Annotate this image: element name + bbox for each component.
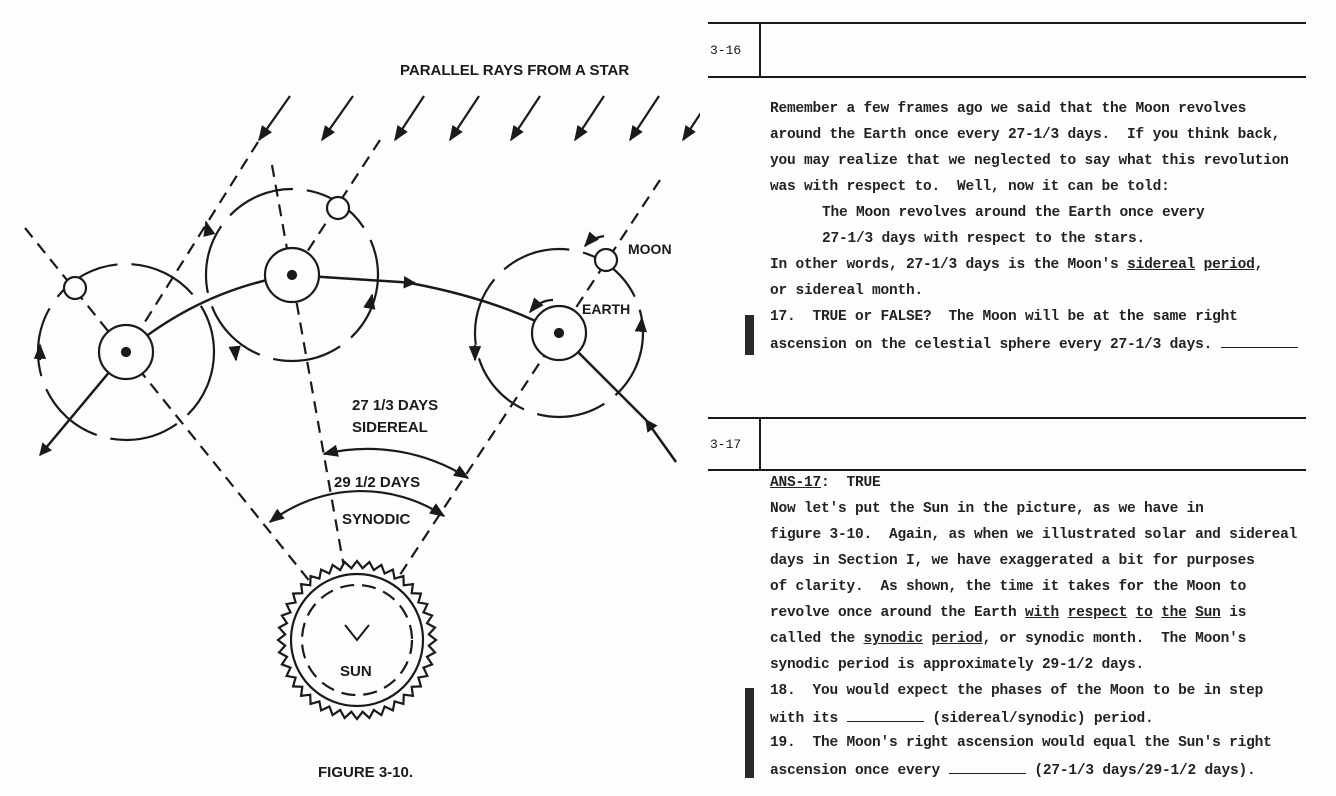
underlined-text: Sun (1195, 605, 1221, 621)
text-segment: called the (770, 631, 864, 647)
text-line: or sidereal month. (770, 283, 923, 299)
text-segment: was with respect to. Well, now it can be… (770, 179, 1170, 195)
text-line: 18. You would expect the phases of the M… (770, 683, 1263, 699)
frame-divider (759, 417, 761, 471)
text-line: ascension on the celestial sphere every … (770, 335, 1298, 353)
sidereal-arc (322, 444, 470, 479)
text-line: synodic period is approximately 29-1/2 d… (770, 657, 1144, 673)
text-line: around the Earth once every 27-1/3 days.… (770, 127, 1280, 143)
text-segment: you may realize that we neglected to say… (770, 153, 1289, 169)
text-line: revolve once around the Earth with respe… (770, 605, 1246, 621)
text-segment: Now let's put the Sun in the picture, as… (770, 501, 1204, 517)
figure-title: PARALLEL RAYS FROM A STAR (400, 62, 629, 79)
frame-rule (708, 469, 1306, 471)
earth-label: EARTH (582, 301, 630, 317)
text-segment: (sidereal/synodic) period. (923, 711, 1154, 727)
text-line: was with respect to. Well, now it can be… (770, 179, 1170, 195)
sidereal-label: SIDEREAL (352, 419, 428, 436)
text-segment (1195, 257, 1204, 273)
underlined-text: to (1135, 605, 1153, 621)
text-line: you may realize that we neglected to say… (770, 153, 1289, 169)
figure-caption: FIGURE 3-10. (318, 764, 413, 781)
text-segment: 18. You would expect the phases of the M… (770, 683, 1264, 699)
text-line: 17. TRUE or FALSE? The Moon will be at t… (770, 309, 1238, 325)
text-segment: ascension once every (770, 763, 949, 779)
moon-icons (62, 195, 619, 301)
text-line: figure 3-10. Again, as when we illustrat… (770, 527, 1297, 543)
text-line: with its (sidereal/synodic) period. (770, 709, 1154, 727)
text-segment: The Moon revolves around the Earth once … (822, 205, 1205, 221)
sun-label: SUN (340, 663, 372, 680)
text-segment: (27-1/3 days/29-1/2 days). (1025, 763, 1256, 779)
text-segment: Remember a few frames ago we said that t… (770, 101, 1247, 117)
question-marker-bar (745, 315, 754, 355)
text-line: ANS-17: TRUE (770, 475, 881, 491)
answer-blank[interactable] (846, 709, 924, 722)
text-segment: of clarity. As shown, the time it takes … (770, 579, 1247, 595)
answer-blank[interactable] (948, 761, 1026, 774)
underlined-text: respect (1067, 605, 1128, 621)
figure-3-10-diagram: PARALLEL RAYS FROM A STAR MOON EARTH 27 … (24, 62, 700, 781)
moon-label: MOON (628, 241, 672, 257)
text-line: days in Section I, we have exaggerated a… (770, 553, 1255, 569)
text-segment: or sidereal month. (770, 283, 924, 299)
text-line: of clarity. As shown, the time it takes … (770, 579, 1246, 595)
text-segment: : TRUE (821, 475, 881, 491)
text-segment: with its (770, 711, 847, 727)
text-segment: 19. The Moon's right ascension would equ… (770, 735, 1272, 751)
underlined-text: sidereal (1127, 257, 1196, 273)
text-segment: revolve once around the Earth (770, 605, 1026, 621)
text-line: 19. The Moon's right ascension would equ… (770, 735, 1272, 751)
synodic-days-label: 29 1/2 DAYS (334, 474, 420, 491)
text-line: called the synodic period, or synodic mo… (770, 631, 1246, 647)
text-segment (1153, 605, 1162, 621)
text-segment: 27-1/3 days with respect to the stars. (822, 231, 1146, 247)
text-segment (1127, 605, 1136, 621)
text-line: The Moon revolves around the Earth once … (822, 205, 1205, 221)
underlined-text: with (1025, 605, 1060, 621)
text-segment: In other words, 27-1/3 days is the Moon'… (770, 257, 1128, 273)
text-segment (1187, 605, 1196, 621)
frame-divider (759, 22, 761, 78)
frame-rule (708, 417, 1306, 419)
text-segment: is (1220, 605, 1247, 621)
underlined-text: period (1203, 257, 1255, 273)
text-line: Remember a few frames ago we said that t… (770, 101, 1246, 117)
question-marker-bar (745, 688, 754, 778)
earth-icons (97, 246, 588, 381)
text-segment: , or synodic month. The Moon's (982, 631, 1247, 647)
text-segment: ascension on the celestial sphere every … (770, 337, 1221, 353)
text-segment: 17. TRUE or FALSE? The Moon will be at t… (770, 309, 1238, 325)
text-segment (923, 631, 932, 647)
frame-rule (708, 22, 1306, 24)
text-line: Now let's put the Sun in the picture, as… (770, 501, 1204, 517)
text-segment: days in Section I, we have exaggerated a… (770, 553, 1255, 569)
text-line: 27-1/3 days with respect to the stars. (822, 231, 1145, 247)
underlined-text: the (1161, 605, 1187, 621)
answer-blank[interactable] (1220, 335, 1298, 348)
text-line: ascension once every (27-1/3 days/29-1/2… (770, 761, 1256, 779)
text-segment: , (1254, 257, 1264, 273)
underlined-text: ANS-17 (770, 475, 822, 491)
frame-number: 3-16 (710, 43, 742, 58)
star-rays (258, 95, 700, 142)
frame-number: 3-17 (710, 437, 742, 452)
synodic-arc (268, 489, 446, 523)
text-segment: figure 3-10. Again, as when we illustrat… (770, 527, 1298, 543)
frame-rule (708, 76, 1306, 78)
underlined-text: synodic (863, 631, 924, 647)
synodic-label: SYNODIC (342, 511, 411, 528)
text-segment: synodic period is approximately 29-1/2 d… (770, 657, 1145, 673)
text-line: In other words, 27-1/3 days is the Moon'… (770, 257, 1263, 273)
text-segment (1059, 605, 1068, 621)
text-segment: around the Earth once every 27-1/3 days.… (770, 127, 1281, 143)
underlined-text: period (931, 631, 983, 647)
sidereal-days-label: 27 1/3 DAYS (352, 397, 438, 414)
